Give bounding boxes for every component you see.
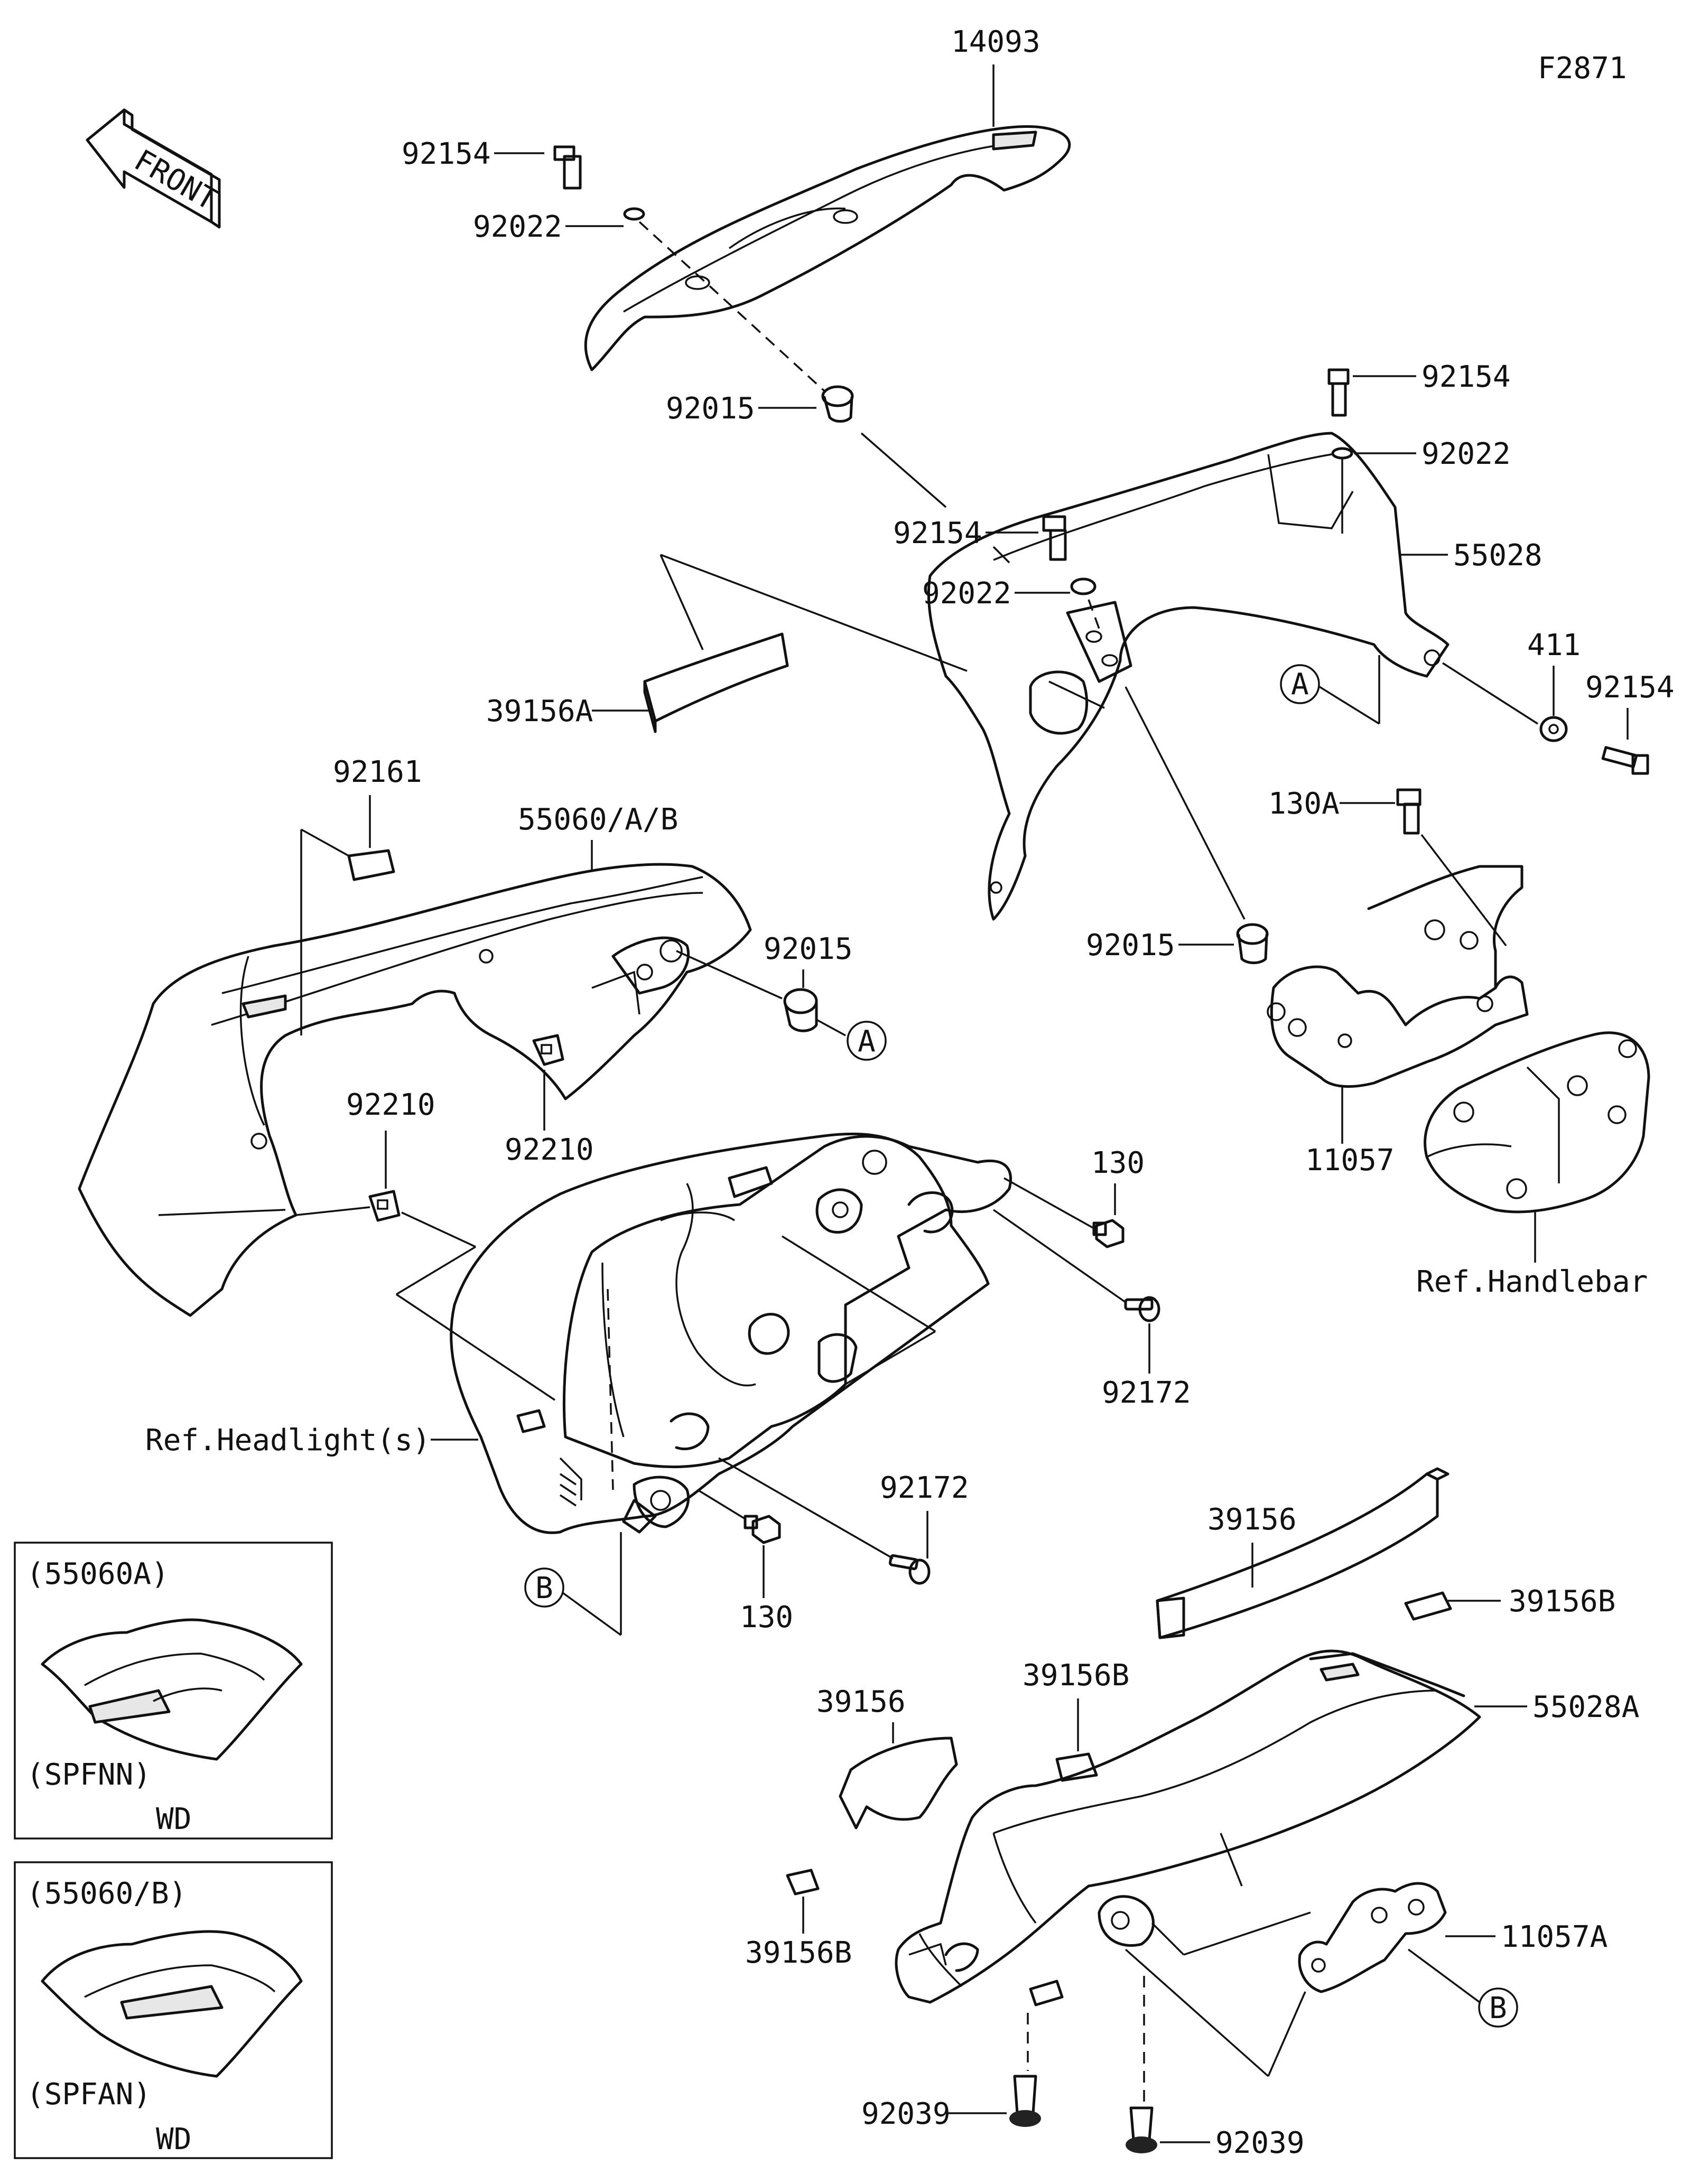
bolt-92154-mid (1042, 515, 1067, 561)
label-92022-top: 92022 (473, 210, 562, 244)
inset-55060B-variant: (SPFAN) (26, 2077, 151, 2112)
label-55028A: 55028A (1532, 1690, 1639, 1724)
label-92015-top: 92015 (666, 391, 755, 426)
label-39156-left: 39156 (816, 1685, 906, 1719)
label-ref-headlight: Ref.Headlight(s) (145, 1423, 430, 1458)
clip-92210-mid (532, 1034, 564, 1066)
washer-92022-r1 (1331, 447, 1353, 460)
inset-55060A: (55060A) (SPFNN) (14, 1542, 333, 1840)
bracket-11057A (1298, 1882, 1447, 1993)
label-92015-mid: 92015 (1086, 928, 1175, 963)
label-92154-mid: 92154 (893, 516, 982, 550)
bolt-130A (1396, 788, 1421, 835)
pad-39156-left (839, 1737, 958, 1830)
label-55028: 55028 (1453, 538, 1543, 573)
clip-92210-left (368, 1190, 401, 1222)
label-39156A: 39156A (486, 694, 593, 729)
nut-130-top (1092, 1219, 1125, 1248)
label-92154-r1: 92154 (1421, 360, 1511, 394)
label-39156B-mid: 39156B (1023, 1658, 1129, 1693)
pad-39156B-right (1404, 1591, 1452, 1621)
washer-92022-top (623, 207, 645, 221)
label-411: 411 (1527, 628, 1581, 662)
label-b-right: B (1489, 1991, 1507, 2026)
bolt-92154-r2 (1601, 746, 1649, 775)
label-39156B-right: 39156B (1509, 1584, 1615, 1619)
label-92210-left: 92210 (346, 1088, 435, 1122)
screw-92172-bot (888, 1554, 931, 1585)
pad-39156B-left (786, 1869, 820, 1896)
label-92161: 92161 (333, 755, 422, 789)
label-92172-bot: 92172 (880, 1471, 969, 1505)
label-ref-handlebar: Ref.Handlebar (1416, 1265, 1648, 1299)
inset-55060B: (55060/B) (SPFAN) (14, 1861, 333, 2159)
handlebar-clamp-ref (1424, 1031, 1650, 1214)
label-b-left: B (535, 1571, 553, 1606)
washer-92022-mid (1070, 577, 1097, 595)
pad-92161 (347, 849, 395, 881)
clip-92039-right (1126, 2106, 1157, 2153)
bracket-11057 (1267, 865, 1529, 1088)
label-92154-top: 92154 (402, 137, 491, 171)
label-92039-right: 92039 (1215, 2126, 1305, 2160)
label-92210-mid: 92210 (505, 1133, 594, 1167)
pad-39156-mid (1156, 1467, 1450, 1639)
pad-39156B-mid (1055, 1752, 1098, 1782)
label-92022-r1: 92022 (1421, 437, 1511, 471)
label-130-bot: 130 (740, 1600, 793, 1635)
headlight-assembly-ref (450, 1132, 1012, 1534)
label-11057A: 11057A (1501, 1920, 1608, 1954)
label-92039-left: 92039 (861, 2097, 951, 2131)
cowl-55060 (78, 863, 752, 1317)
cover-14093 (584, 125, 1071, 371)
inset-55060B-code: (55060/B) (26, 1877, 187, 1911)
label-92022-mid: 92022 (922, 576, 1011, 611)
label-92172-top: 92172 (1102, 1376, 1191, 1410)
collar-92015-mid (1236, 923, 1269, 964)
label-92015-left: 92015 (764, 932, 853, 966)
front-arrow-icon: FRONT (86, 108, 222, 229)
clip-92039-left (1009, 2075, 1041, 2127)
label-11057: 11057 (1305, 1143, 1395, 1178)
inset-55060A-market: WD (156, 1802, 191, 1836)
label-92154-r2: 92154 (1585, 670, 1675, 705)
inset-55060B-market: WD (156, 2122, 191, 2157)
label-55060: 55060/A/B (518, 802, 678, 837)
screw-92172-top (1124, 1296, 1160, 1322)
bolt-92154-top (553, 145, 582, 190)
label-130A: 130A (1268, 787, 1340, 821)
collar-92015-left (783, 988, 818, 1032)
label-a-top: A (1291, 667, 1309, 702)
collar-92015-top (821, 385, 854, 423)
figure-code: F2871 (1538, 51, 1627, 86)
label-39156B-left: 39156B (745, 1936, 852, 1970)
cowl-55028A (895, 1649, 1481, 2006)
cowl-55028 (927, 432, 1450, 921)
label-14093: 14093 (951, 25, 1040, 59)
bolt-92154-r1 (1327, 368, 1350, 417)
inset-55060A-variant: (SPFNN) (26, 1758, 151, 1792)
nut-130-bot (744, 1515, 781, 1544)
inset-55060A-code: (55060A) (26, 1557, 169, 1591)
label-130-top: 130 (1091, 1146, 1145, 1180)
pad-39156A (643, 632, 789, 733)
label-a-left: A (858, 1024, 876, 1059)
washer-411 (1539, 716, 1568, 742)
label-39156-mid: 39156 (1207, 1502, 1297, 1537)
